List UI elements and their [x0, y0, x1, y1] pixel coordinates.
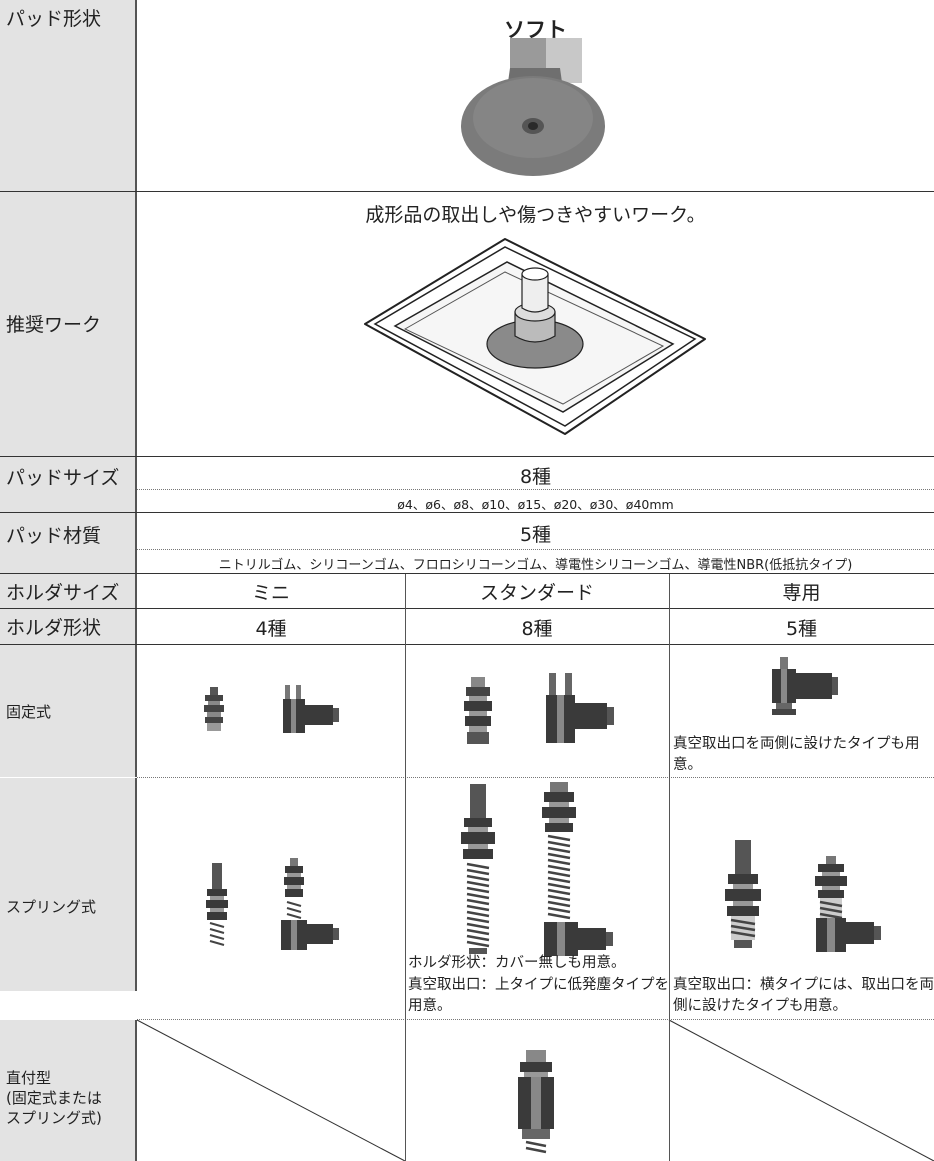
workpiece-illustration — [364, 238, 706, 435]
standard-spring-note-2: 真空取出口：上タイプに低発塵タイプを用意。 — [408, 977, 669, 1014]
row-label: パッド材質 — [6, 525, 102, 547]
standard-spring-side-holder-icon — [542, 782, 613, 956]
holder-shape-count-dedicated: 5種 — [785, 618, 818, 640]
row-label: 固定式 — [6, 703, 52, 721]
divider — [137, 549, 934, 550]
divider — [137, 1019, 934, 1020]
row-pad-shape: パッド形状 ソフト — [0, 0, 934, 191]
row-label: 推奨ワーク — [6, 314, 102, 336]
standard-direct-holder-icon — [518, 1050, 554, 1154]
not-applicable-mini-slash — [136, 1019, 406, 1161]
divider — [0, 191, 934, 192]
row-label-line: (固定式または — [6, 1089, 102, 1107]
row-label: パッド形状 — [6, 8, 102, 30]
mini-fixed-straight-holder-icon — [204, 687, 224, 731]
not-applicable-dedicated-slash — [668, 1019, 934, 1161]
row-header: 直付型 (固定式または スプリング式) — [0, 1020, 137, 1161]
row-spring: スプリング式 — [0, 778, 934, 991]
standard-spring-straight-holder-icon — [461, 784, 495, 954]
divider — [0, 456, 934, 457]
divider — [137, 777, 934, 778]
row-label-line: スプリング式) — [6, 1109, 102, 1127]
recommended-work-description: 成形品の取出しや傷つきやすいワーク。 — [365, 204, 706, 226]
row-recommended-work: 推奨ワーク 成形品の取出しや傷つきやすいワーク。 — [0, 192, 934, 456]
row-header: 推奨ワーク — [0, 192, 137, 456]
holder-size-dedicated: 専用 — [782, 582, 821, 604]
dedicated-fixed-holder-icon — [772, 657, 838, 715]
row-header: ホルダサイズ — [0, 574, 137, 608]
pad-material-list: ニトリルゴム、シリコーンゴム、フロロシリコーンゴム、導電性シリコーンゴム、導電性… — [218, 558, 853, 573]
row-header: パッド形状 — [0, 0, 137, 191]
row-direct: 直付型 (固定式または スプリング式) — [0, 1019, 934, 1161]
pad-size-count: 8種 — [519, 466, 552, 488]
mini-spring-side-holder-icon — [281, 858, 339, 950]
dedicated-spring-side-holder-icon — [815, 856, 881, 952]
standard-fixed-side-holder-icon — [546, 673, 614, 743]
dedicated-fixed-note: 真空取出口を両側に設けたタイプも用意。 — [673, 736, 920, 773]
holder-size-standard: スタンダード — [479, 582, 594, 604]
row-label: スプリング式 — [6, 898, 97, 916]
divider — [137, 489, 934, 490]
pad-material-count: 5種 — [519, 524, 552, 546]
holder-size-mini: ミニ — [251, 582, 290, 604]
row-label: ホルダサイズ — [6, 582, 120, 604]
row-header: 固定式 — [0, 645, 137, 777]
holder-shape-count-mini: 4種 — [255, 618, 287, 640]
row-holder-size: ホルダサイズ ミニ スタンダード 専用 — [0, 574, 934, 608]
holder-shape-count-standard: 8種 — [521, 618, 553, 640]
divider — [0, 573, 934, 574]
divider — [0, 608, 934, 609]
soft-pad-illustration — [461, 38, 605, 176]
row-header: ホルダ形状 — [0, 609, 137, 644]
row-pad-material: パッド材質 5種 ニトリルゴム、シリコーンゴム、フロロシリコーンゴム、導電性シリ… — [0, 513, 934, 573]
row-header: パッドサイズ — [0, 457, 137, 512]
column-divider — [405, 574, 406, 1161]
row-label-line: 直付型 — [6, 1069, 52, 1087]
row-pad-size: パッドサイズ 8種 ø4、ø6、ø8、ø10、ø15、ø20、ø30、ø40mm — [0, 457, 934, 512]
row-label: パッドサイズ — [6, 467, 120, 489]
mini-spring-straight-holder-icon — [206, 863, 228, 946]
mini-fixed-side-holder-icon — [283, 685, 339, 733]
divider — [0, 512, 934, 513]
pad-size-list: ø4、ø6、ø8、ø10、ø15、ø20、ø30、ø40mm — [397, 497, 674, 512]
dedicated-spring-note: 真空取出口：横タイプには、取出口を両側に設けたタイプも用意。 — [673, 977, 934, 1014]
dedicated-spring-straight-holder-icon — [725, 840, 761, 948]
row-header: スプリング式 — [0, 778, 137, 991]
standard-spring-note-1: ホルダ形状：カバー無しも用意。 — [408, 955, 626, 971]
divider — [0, 644, 934, 645]
row-header: パッド材質 — [0, 513, 137, 573]
row-holder-shape: ホルダ形状 4種 8種 5種 — [0, 609, 934, 644]
column-divider — [669, 574, 670, 1161]
standard-fixed-straight-holder-icon — [464, 677, 492, 744]
row-fixed: 固定式 — [0, 645, 934, 777]
row-label: ホルダ形状 — [6, 617, 102, 639]
